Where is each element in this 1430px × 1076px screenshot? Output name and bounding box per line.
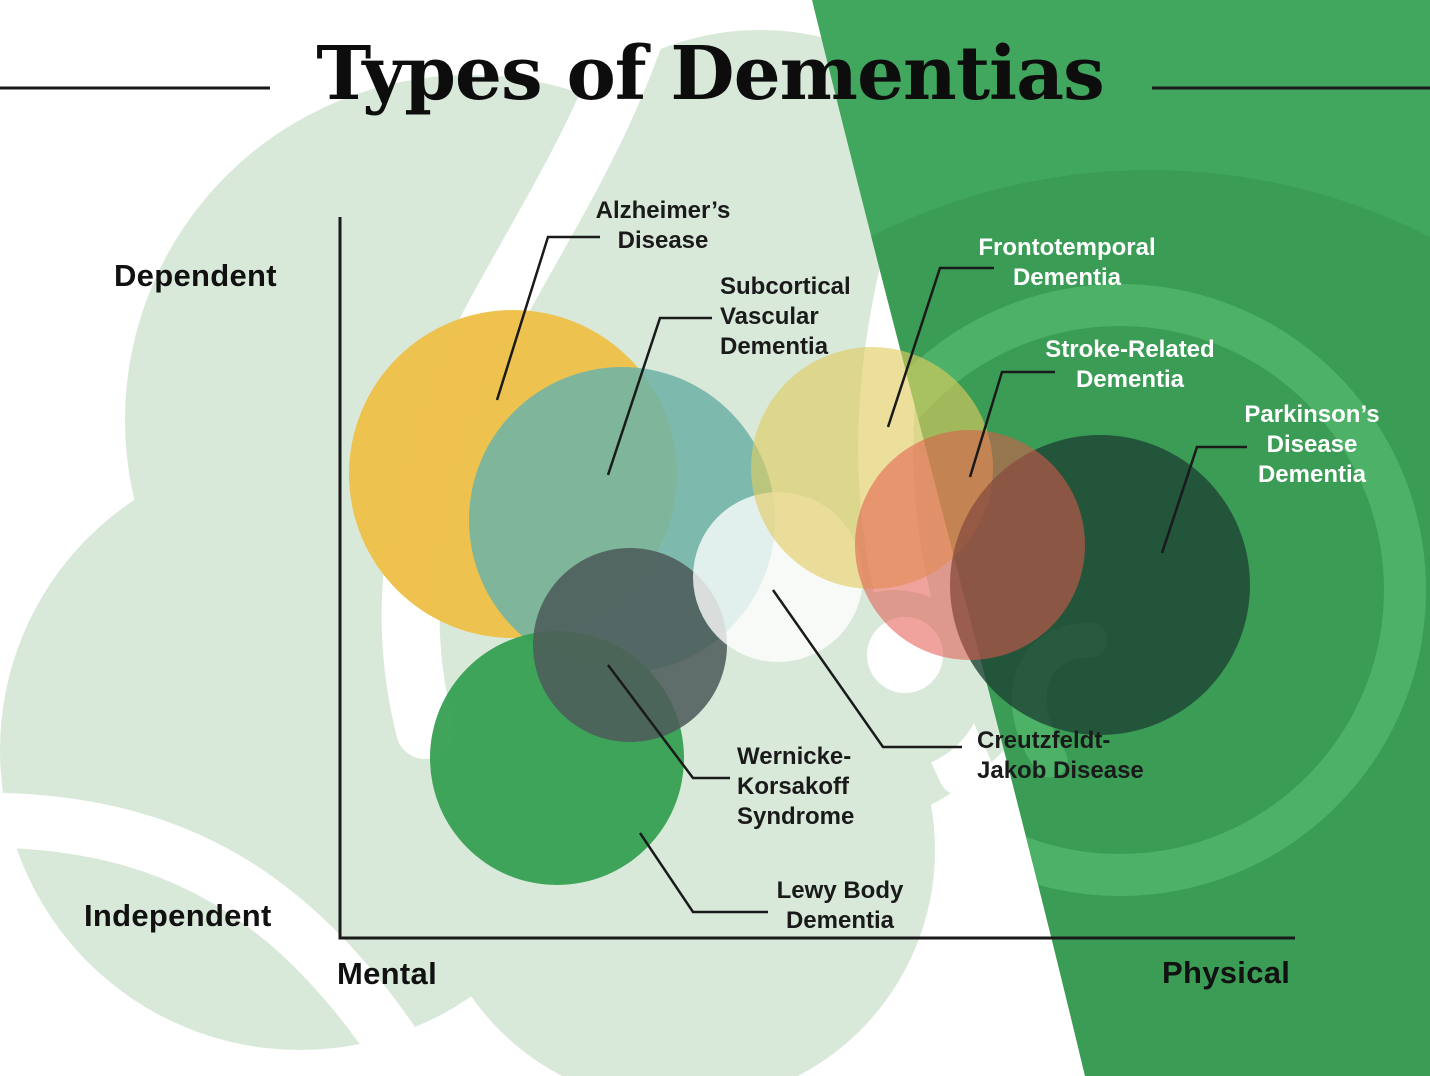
lewy-leader [638,832,768,914]
label-lewy: Lewy Body Dementia [776,877,904,934]
frontotemporal-leader [886,266,994,428]
axis-label-independent: Independent [84,898,272,933]
subcortical-leader [606,316,712,476]
stroke-bubble [855,430,1085,660]
creutzfeldt-leader [771,589,962,749]
axes-lines [338,217,1295,940]
label-alzheimers: Alzheimer’s Disease [595,197,731,254]
label-subcortical: Subcortical Vascular Dementia [720,273,851,360]
alzheimers-leader [495,235,600,401]
axis-label-mental: Mental [337,956,437,991]
stroke-leader [968,370,1055,478]
label-frontotemporal: Frontotemporal Dementia [978,234,1156,291]
wernicke-bubble [533,548,727,742]
leader-lines [495,235,1247,914]
label-stroke: Stroke-Related Dementia [1045,336,1215,393]
label-parkinsons: Parkinson’s Disease Dementia [1244,401,1380,488]
parkinsons-leader [1160,445,1247,554]
axis-label-physical: Physical [1162,955,1291,990]
page-title: Types of Dementias [316,31,1104,117]
label-wernicke: Wernicke- Korsakoff Syndrome [737,743,855,830]
axis-label-dependent: Dependent [114,258,277,293]
bubbles [349,310,1250,885]
wernicke-leader [607,664,730,780]
label-creutzfeldt: Creutzfeldt- Jakob Disease [977,727,1144,784]
